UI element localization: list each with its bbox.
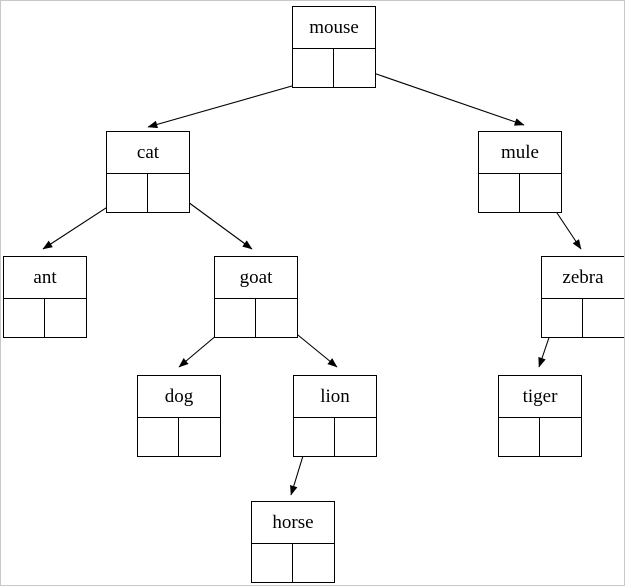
left-pointer-cell-horse[interactable]: [252, 544, 293, 582]
right-pointer-cell-dog[interactable]: [179, 418, 220, 456]
left-pointer-cell-goat[interactable]: [215, 299, 256, 337]
right-pointer-cell-horse[interactable]: [293, 544, 334, 582]
node-label-zebra: zebra: [542, 257, 624, 299]
right-pointer-cell-cat[interactable]: [148, 174, 189, 212]
node-label-mule: mule: [479, 132, 561, 174]
left-pointer-cell-zebra[interactable]: [542, 299, 583, 337]
right-pointer-cell-tiger[interactable]: [540, 418, 581, 456]
node-pointers-tiger: [499, 418, 581, 456]
node-label-goat: goat: [215, 257, 297, 299]
node-label-horse: horse: [252, 502, 334, 544]
node-label-cat: cat: [107, 132, 189, 174]
node-label-ant: ant: [4, 257, 86, 299]
tree-node-zebra[interactable]: zebra: [541, 256, 624, 338]
node-label-mouse: mouse: [293, 7, 375, 49]
node-pointers-mule: [479, 174, 561, 212]
right-pointer-cell-mouse[interactable]: [334, 49, 375, 87]
left-pointer-cell-ant[interactable]: [4, 299, 45, 337]
node-pointers-dog: [138, 418, 220, 456]
tree-node-ant[interactable]: ant: [3, 256, 87, 338]
edge-mouse-right-to-mule: [355, 66, 525, 126]
tree-node-dog[interactable]: dog: [137, 375, 221, 457]
tree-node-mouse[interactable]: mouse: [292, 6, 376, 88]
left-pointer-cell-lion[interactable]: [294, 418, 335, 456]
left-pointer-cell-dog[interactable]: [138, 418, 179, 456]
right-pointer-cell-zebra[interactable]: [583, 299, 624, 337]
node-pointers-cat: [107, 174, 189, 212]
node-label-lion: lion: [294, 376, 376, 418]
node-pointers-horse: [252, 544, 334, 582]
left-pointer-cell-mule[interactable]: [479, 174, 520, 212]
left-pointer-cell-tiger[interactable]: [499, 418, 540, 456]
node-pointers-lion: [294, 418, 376, 456]
node-pointers-goat: [215, 299, 297, 337]
node-label-tiger: tiger: [499, 376, 581, 418]
left-pointer-cell-mouse[interactable]: [293, 49, 334, 87]
tree-node-tiger[interactable]: tiger: [498, 375, 582, 457]
tree-node-cat[interactable]: cat: [106, 131, 190, 213]
tree-node-mule[interactable]: mule: [478, 131, 562, 213]
right-pointer-cell-lion[interactable]: [335, 418, 376, 456]
tree-node-lion[interactable]: lion: [293, 375, 377, 457]
tree-node-horse[interactable]: horse: [251, 501, 335, 583]
node-label-dog: dog: [138, 376, 220, 418]
node-pointers-ant: [4, 299, 86, 337]
left-pointer-cell-cat[interactable]: [107, 174, 148, 212]
right-pointer-cell-mule[interactable]: [520, 174, 561, 212]
node-pointers-mouse: [293, 49, 375, 87]
right-pointer-cell-goat[interactable]: [256, 299, 297, 337]
node-pointers-zebra: [542, 299, 624, 337]
tree-node-goat[interactable]: goat: [214, 256, 298, 338]
right-pointer-cell-ant[interactable]: [45, 299, 86, 337]
